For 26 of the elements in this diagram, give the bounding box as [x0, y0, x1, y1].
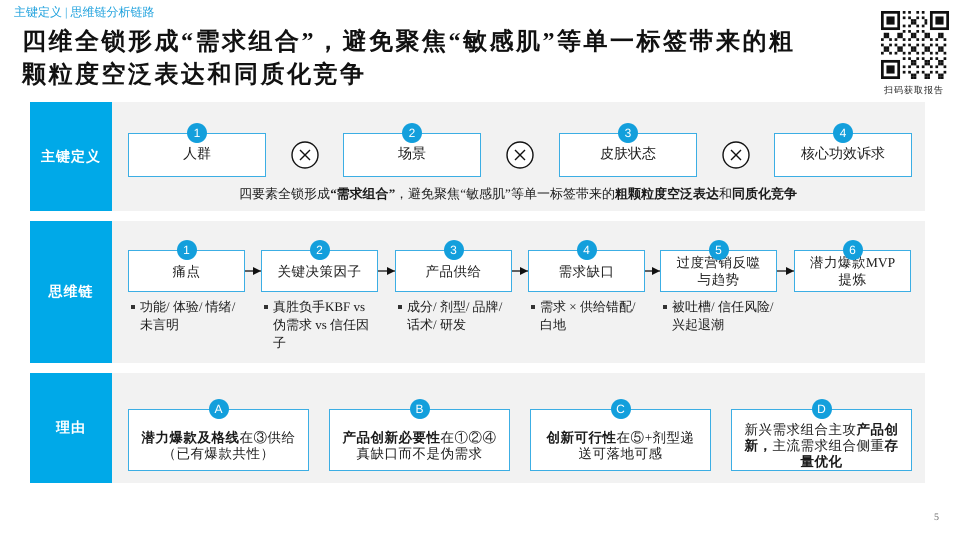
section-tab: 主键定义	[30, 102, 112, 211]
section-tab: 思维链	[30, 221, 112, 363]
bullet-text: 真胜负手KBF vs 伪需求 vs 信任因子	[273, 298, 370, 352]
section-band	[30, 373, 925, 483]
number-badge: 1	[187, 123, 207, 143]
bullet-text: 成分/ 剂型/ 品牌/ 话术/ 研发	[407, 298, 504, 334]
slide-title: 四维全锁形成“需求组合”，避免聚焦“敏感肌”等单一标签带来的粗颗粒度空泛表达和同质化竞争	[22, 27, 796, 90]
bullet-text: 需求 × 供给错配/ 白地	[540, 298, 636, 334]
number-badge: C	[610, 399, 630, 419]
page-number: 5	[934, 512, 939, 523]
section-band	[30, 102, 925, 211]
number-badge: 3	[618, 123, 638, 143]
bullet-text: 被吐槽/ 信任风险/ 兴起退潮	[672, 298, 774, 334]
arrow	[378, 267, 395, 275]
summary-text: 四要素全锁形成“需求组合”，避免聚焦“敏感肌”等单一标签带来的粗颗粒度空泛表达和同质化竞争	[239, 185, 797, 203]
bullet-text: 功能/ 体验/ 情绪/ 未言明	[140, 298, 236, 334]
arrow	[645, 267, 660, 275]
arrow	[245, 267, 261, 275]
arrow	[777, 267, 794, 275]
qr-caption: 扫码获取报告	[884, 84, 944, 97]
section-band	[30, 221, 925, 363]
number-badge: 3	[444, 240, 464, 260]
section-tab: 理由	[30, 373, 112, 483]
number-badge: 1	[176, 240, 196, 260]
breadcrumb-text: 主键定义 | 思维链分析链路	[14, 4, 154, 21]
arrow	[512, 267, 528, 275]
